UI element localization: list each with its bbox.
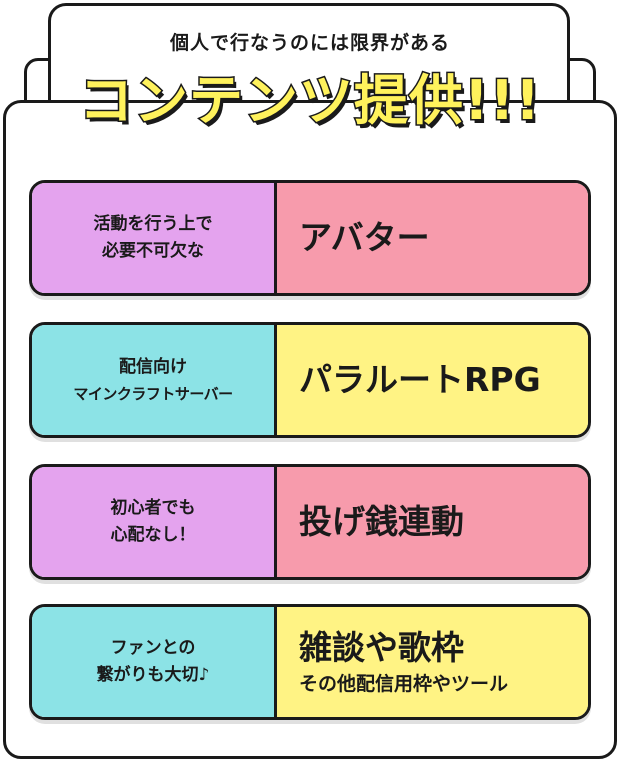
feature-card-label: 活動を行う上で 必要不可欠な [32, 183, 277, 293]
feature-card-label-line: ファンとの [110, 637, 196, 658]
header-title: コンテンツ提供!!! [78, 68, 542, 134]
feature-card-label-line: 繋がりも大切♪ [96, 665, 210, 685]
feature-card-subtitle: その他配信用枠やツール [299, 673, 509, 696]
feature-card-label-line: 心配なし！ [110, 525, 196, 545]
feature-card-title: パラルートRPG [299, 360, 541, 400]
feature-card-title: アバター [299, 218, 430, 258]
feature-card-label-line: マインクラフトサーバー [73, 384, 233, 403]
header-subtitle: 個人で行なうのには限界がある [169, 32, 450, 54]
feature-card-label-line: 必要不可欠な [102, 241, 204, 261]
feature-card-streams: ファンとの 繋がりも大切♪ 雑談や歌枠 その他配信用枠やツール [29, 604, 591, 720]
feature-card-title: 投げ銭連動 [299, 502, 464, 542]
feature-card-avatar: 活動を行う上で 必要不可欠な アバター [29, 180, 591, 296]
feature-card-value: アバター [277, 183, 588, 293]
feature-card-title: 雑談や歌枠 [299, 627, 464, 667]
feature-card-minecraft: 配信向け マインクラフトサーバー パラルートRPG [29, 322, 591, 438]
feature-card-label: 配信向け マインクラフトサーバー [32, 325, 277, 435]
feature-card-label: 初心者でも 心配なし！ [32, 467, 277, 577]
feature-card-value: パラルートRPG [277, 325, 588, 435]
feature-card-value: 雑談や歌枠 その他配信用枠やツール [277, 607, 588, 717]
feature-card-label: ファンとの 繋がりも大切♪ [32, 607, 277, 717]
feature-card-label-line: 活動を行う上で [93, 213, 213, 234]
feature-card-tipping: 初心者でも 心配なし！ 投げ銭連動 [29, 464, 591, 580]
feature-card-label-line: 初心者でも [110, 497, 196, 518]
feature-card-value: 投げ銭連動 [277, 467, 588, 577]
feature-card-label-line: 配信向け [119, 357, 187, 378]
